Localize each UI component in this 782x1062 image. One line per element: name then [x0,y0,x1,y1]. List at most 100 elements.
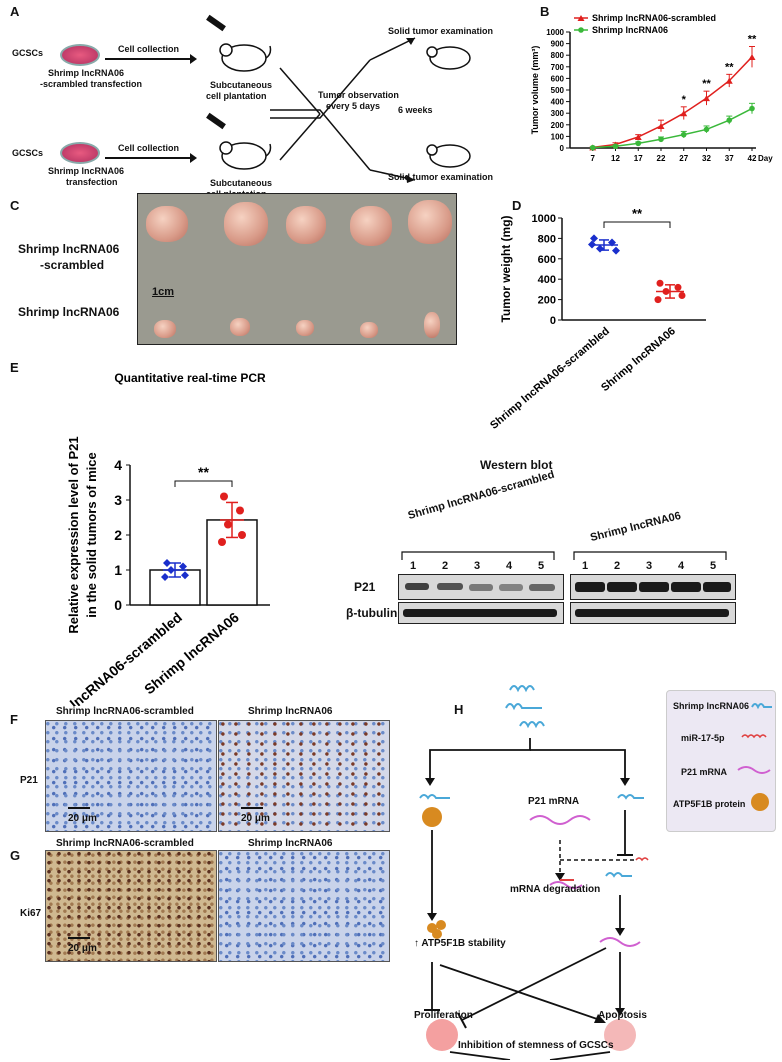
lane-number: 5 [710,560,717,572]
top-transfection-line2: -scrambled transfection [40,79,143,89]
photo-row1-line2: -scrambled [40,258,105,272]
significance-mark: * [682,94,687,106]
data-point [654,296,662,304]
scale-bar [241,807,263,809]
blot-band [575,609,729,617]
blot-band [575,582,605,592]
western-title: Western blot [480,458,553,472]
data-point [749,105,755,112]
tumor-specimen [154,320,176,338]
x-tick-label: 27 [679,154,688,163]
western-bracket-2 [573,551,727,560]
blot-band [403,609,557,617]
western-row-p21: P21 [354,580,376,594]
y-tick-label: 200 [551,121,565,130]
y-tick-label: 100 [551,132,565,141]
exam-top: Solid tumor examination [388,26,494,36]
legend-mirna: miR-17-5p [681,733,725,743]
mouse-icon [426,144,471,168]
arrow-bottom [105,153,197,163]
gcsc-label-top: GCSCs [12,48,44,58]
y-tick-label: 2 [114,527,122,543]
y-tick-label: 1000 [532,213,556,225]
ihc-col-scrambled-2: Shrimp lncRNA06-scrambled [56,838,194,849]
y-tick-label: 800 [538,233,556,245]
ihc-p21-treated: 20 μm [218,720,390,832]
data-point [634,133,642,140]
plant-top-line1: Subcutaneous [210,80,273,90]
panel-label-d: D [512,198,522,213]
panel-label-a: A [10,4,20,19]
x-category-label: Shrimp lncRNA06-scrambled [488,325,612,432]
western-group1: Shrimp lncRNA06-scrambled [406,468,556,522]
y-axis-label: Tumor volume (mm³) [530,46,540,135]
ihc-ki67-scrambled: 20 μm [45,850,217,962]
series-line [592,107,753,149]
series-line [592,56,753,149]
tumor-specimen [350,206,392,246]
blot-band [703,582,731,592]
data-point [656,279,664,287]
scale-bar [68,937,90,939]
panel-label-g: G [10,848,21,863]
western-group2: Shrimp lncRNA06 [589,509,683,544]
data-point [703,126,710,133]
y-tick-label: 0 [114,597,122,613]
arrow-top [105,54,197,64]
x-category-label: Shrimp lncRNA06 [599,325,678,394]
blot-band [529,584,555,591]
lane-number: 4 [506,560,513,572]
data-point [726,117,733,123]
blot-band [499,584,523,591]
culture-dish-icon [60,142,100,164]
data-point [590,234,598,243]
scale-bar [68,807,90,809]
legend-atp5f1b: ATP5F1B protein [673,799,746,809]
legend-marker [577,15,585,21]
x-tick-label: 7 [591,154,596,163]
exam-bottom: Solid tumor examination [388,172,494,182]
significance-mark: ** [632,206,643,221]
mouse-icon [426,46,471,70]
lane-number: 3 [646,560,653,572]
observe-line2: every 5 days [326,101,381,111]
ihc-scale-label: 20 μm [68,943,97,954]
y-tick-label: 0 [560,144,565,153]
y-tick-label: 3 [114,492,122,508]
blot-band [639,582,669,592]
y-tick-label: 1000 [546,28,564,37]
data-point [163,559,171,567]
data-point [635,140,642,147]
culture-dish-icon [60,44,100,66]
chart-title: Quantitative real-time PCR [114,371,266,385]
x-tick-label: 17 [634,154,643,163]
x-tick-label: 12 [611,154,620,163]
x-unit-label: Day [758,154,773,163]
blot-band [437,583,463,590]
gcsc-label-bottom: GCSCs [12,148,44,158]
bottom-transfection-line2: transfection [66,177,118,187]
plant-bottom-line1: Subcutaneous [210,178,273,188]
y-tick-label: 0 [550,315,556,327]
bottom-transfection-line1: Shrimp lncRNA06 [48,166,125,176]
data-point [181,571,189,580]
weeks-label: 6 weeks [398,105,433,115]
x-category-label: Shrimp lncRNA06 [141,609,242,697]
tumor-specimen [424,312,440,338]
y-tick-label: 600 [551,74,565,83]
ihc-ki67-treated [218,850,390,962]
significance-bracket [174,480,233,487]
mech-inhibition: Inhibition of stemness of GCSCs [458,1040,614,1051]
mech-p21-mrna: P21 mRNA [528,796,580,807]
y-tick-label: 4 [114,457,122,473]
y-tick-label: 600 [538,254,556,266]
lane-number: 1 [582,560,589,572]
panel-label-h: H [454,702,464,717]
data-point [588,240,596,249]
data-point [657,122,665,129]
tumor-specimen [360,322,378,338]
